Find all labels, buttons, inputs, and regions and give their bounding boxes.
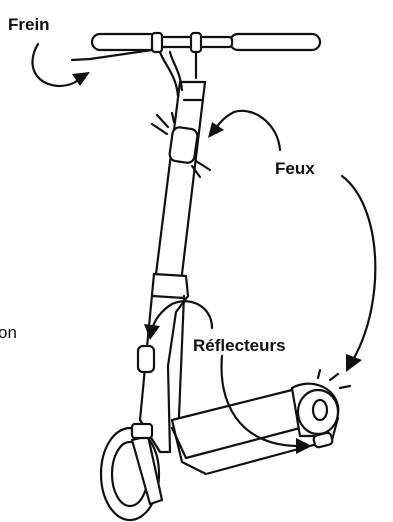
- brake-arrow: [32, 44, 90, 86]
- cut-text-fragment: on: [0, 324, 17, 341]
- lights-arrow-rear: [342, 176, 375, 372]
- handlebar: [92, 33, 320, 96]
- side-reflector: [138, 346, 154, 372]
- scooter-body: [140, 274, 338, 474]
- label-lights: Feux: [273, 160, 317, 177]
- stem: [156, 82, 205, 274]
- label-reflectors: Réflecteurs: [191, 337, 288, 354]
- lights-arrow-front: [208, 111, 280, 150]
- rear-wheel: [292, 370, 350, 436]
- front-light: [152, 113, 210, 177]
- label-brake: Frein: [8, 16, 50, 33]
- brake-lever: [72, 50, 152, 60]
